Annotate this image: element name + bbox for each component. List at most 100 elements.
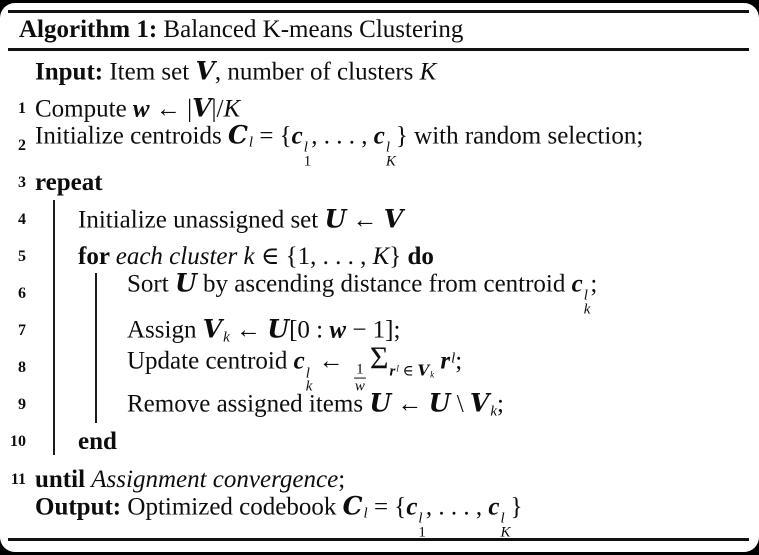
text-seg: c [291,122,303,150]
text-seg: , . . . , [311,122,374,150]
algorithm-caption: Algorithm 1: Balanced K-means Clustering [19,15,463,45]
math-sub: l [249,135,253,151]
text-seg: Initialize unassigned set [78,206,325,234]
script-char: 1 [303,153,312,170]
text-seg: until [35,465,92,493]
line-number: 3 [18,173,26,191]
script-char: k [305,378,313,395]
text-seg: w [132,95,150,123]
algorithm-line: Input: Item set V, number of clusters K [0,53,759,90]
text-seg: c [373,122,385,150]
script-char: l [396,363,399,374]
text-seg: U [174,268,197,298]
script-char: l [305,365,310,382]
line-content: for each cluster k ∈ {1, . . . , K} do [78,242,434,270]
text-seg: for [78,242,116,270]
text-seg: c [488,493,500,521]
script-char: k [490,403,497,420]
text-seg: K [223,95,241,123]
text-seg: r [389,363,396,380]
text-seg: Item set [103,57,196,85]
text-seg: w [329,316,347,344]
line-content: Compute w ← |V|/K [35,94,241,123]
text-seg: K [419,57,437,85]
algorithm-line-6: 6 Sort U by ascending distance from centr… [0,270,759,317]
script-char: l [418,510,423,527]
for-block-rule [95,273,97,423]
text-seg: V [469,388,490,418]
text-seg: c [293,347,305,375]
line-content: Input: Item set V, number of clusters K [35,55,437,85]
script-char: 1 [418,524,426,541]
line-number: 10 [10,433,26,451]
script-char: l [500,510,505,527]
text-seg: Sort [127,270,175,298]
algorithm-line-9: 9 Remove assigned items U ← U \ Vk; [0,387,759,424]
script-char: K [500,524,511,541]
text-seg: ← [391,390,429,418]
text-seg: = { [253,122,292,150]
text-seg: ; [338,465,346,493]
algorithm-body: Input: Item set V, number of clusters K 1… [0,53,759,539]
text-seg: Assignment convergence [91,465,339,493]
script-char: l [303,139,308,156]
text-seg: ← [229,316,268,344]
script-char: k [583,301,591,318]
algorithm-line-11: 11 until Assignment convergence; [0,461,759,498]
text-seg: end [78,428,117,456]
text-seg: U [428,388,451,418]
line-number: 2 [18,136,26,154]
line-number: 6 [18,285,26,303]
bottom-rule [8,538,749,542]
line-content: Remove assigned items U ← U \ Vk; [127,388,504,420]
text-seg: do [407,242,434,270]
text-seg: ← | [149,95,193,123]
line-content: repeat [35,168,103,196]
text-seg: V [195,55,215,85]
fraction-numerator: 1 [354,361,366,379]
text-seg: C [342,491,363,521]
line-number: 9 [18,396,26,414]
text-seg: } [510,493,523,521]
caption-title: Balanced K-means Clustering [163,16,464,43]
script-char: k [223,328,230,345]
text-seg: ; [455,347,463,375]
text-seg: , . . . , [425,493,489,521]
text-seg: V [417,361,430,380]
sigma-symbol: Σ [369,339,389,376]
text-seg: K [372,242,390,270]
text-seg: V [383,204,404,234]
math-sub: k [490,403,497,419]
text-seg: r [440,347,451,375]
line-number: 7 [18,322,26,340]
text-seg: \ [450,390,470,418]
text-seg: ← [312,347,350,375]
math-sub: l [364,506,368,522]
text-seg: c [571,270,583,298]
line-content: Sort U by ascending distance from centro… [127,268,598,318]
text-seg: [0 : [289,316,330,344]
repeat-block-rule [53,200,55,455]
text-seg: each cluster k [115,242,255,270]
text-seg: Remove assigned items [127,390,370,418]
line-number: 11 [10,470,26,488]
math-sub: k [430,370,434,380]
text-seg: Assign [127,316,203,344]
text-seg: ; [590,270,598,298]
line-content: Initialize unassigned set U ← V [78,206,403,233]
math-sup: l [396,364,399,374]
line-number: 1 [18,99,26,117]
text-seg: ∈ {1, . . . , [254,242,373,270]
text-seg: repeat [35,168,103,196]
script-char: l [451,350,456,367]
